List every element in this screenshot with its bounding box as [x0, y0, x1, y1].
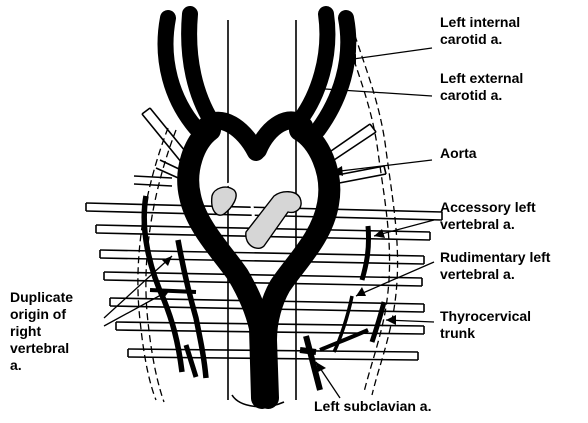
thyrocervical-trunk-line — [372, 302, 384, 342]
carotid-vessels — [166, 14, 349, 130]
leader-external-carotid — [310, 88, 432, 96]
label-left-internal-carotid: Left internal carotid a. — [440, 14, 520, 48]
leader-aorta — [332, 160, 432, 172]
left-carotid-inner — [300, 14, 327, 120]
label-duplicate-right-vertebral: Duplicate origin of right vertebral a. — [10, 289, 73, 374]
label-left-subclavian: Left subclavian a. — [314, 398, 431, 415]
aortic-arch — [188, 120, 329, 398]
accessory-left-vertebral — [362, 226, 369, 280]
label-left-external-carotid: Left external carotid a. — [440, 70, 523, 104]
leader-duplicate-1 — [104, 256, 172, 318]
stippled-stumps — [212, 187, 301, 248]
right-carotid-inner — [189, 14, 212, 122]
label-thyrocervical-trunk: Thyrocervical trunk — [440, 308, 531, 342]
bar-4b — [104, 280, 422, 286]
leader-duplicate-2 — [104, 290, 170, 326]
leader-internal-carotid — [346, 48, 432, 60]
label-aorta: Aorta — [440, 145, 477, 162]
label-rudimentary-left-vertebral: Rudimentary left vertebral a. — [440, 249, 550, 283]
label-accessory-left-vertebral: Accessory left vertebral a. — [440, 199, 536, 233]
